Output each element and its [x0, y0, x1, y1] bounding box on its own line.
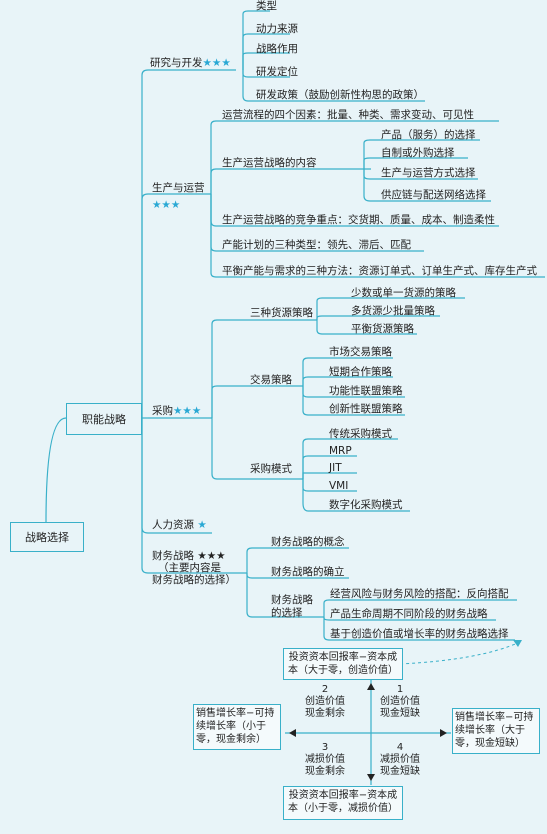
research-item: 研发政策（鼓励创新性构思的政策） [256, 89, 424, 101]
q3-b: 现金剩余 [305, 766, 345, 777]
finance-branch: 财务战略 ★★★ [152, 550, 226, 563]
finance-note1: （主要内容是 [158, 562, 221, 574]
finance-concept: 财务战略的概念 [271, 536, 345, 548]
purchasing-stars: ★★★ [173, 405, 202, 417]
mode-item: VMI [329, 480, 349, 492]
research-label: 研究与开发 [150, 57, 203, 69]
mode-item: MRP [329, 445, 352, 457]
q3-num: 3 [321, 742, 329, 753]
q4-a: 减损价值 [380, 754, 420, 765]
finance-stars: ★★★ [197, 550, 226, 562]
q4-b: 现金短缺 [380, 766, 420, 777]
production-label: 生产与运营 [152, 182, 205, 194]
quadrant-3: 3 减损价值 现金剩余 [300, 742, 350, 778]
root-label: 战略选择 [25, 531, 69, 544]
sourcing-item: 平衡货源策略 [351, 323, 414, 335]
production-balance: 平衡产能与需求的三种方法：资源订单式、订单生产式、库存生产式 [222, 265, 537, 277]
q2-a: 创造价值 [305, 696, 345, 707]
sourcing-item: 多货源少批量策略 [351, 305, 435, 317]
quadrant-1: 1 创造价值 现金短缺 [375, 684, 425, 720]
finance-selection-item: 产品生命周期不同阶段的财务战略 [330, 608, 488, 620]
q4-num: 4 [396, 742, 404, 753]
production-capacity: 产能计划的三种类型：领先、滞后、匹配 [222, 239, 411, 251]
mode-item: 传统采购模式 [329, 428, 392, 440]
hr-stars: ★ [197, 519, 207, 531]
finance-selection-label2: 的选择 [271, 607, 303, 619]
trade-item: 短期合作策略 [329, 366, 392, 378]
trade-item: 功能性联盟策略 [329, 385, 403, 397]
q3-a: 减损价值 [305, 754, 345, 765]
research-stars: ★★★ [202, 57, 231, 69]
trade-item: 市场交易策略 [329, 346, 392, 358]
research-item: 研发定位 [256, 66, 298, 78]
purchasing-label: 采购 [152, 405, 173, 417]
sourcing-item: 少数或单一货源的策略 [351, 287, 456, 299]
production-content-item: 生产与运营方式选择 [381, 167, 476, 179]
q2-b: 现金剩余 [305, 708, 345, 719]
quadrant-2: 2 创造价值 现金剩余 [300, 684, 350, 720]
finance-note2: 财务战略的选择） [152, 574, 236, 586]
research-branch: 研究与开发★★★ [150, 57, 231, 70]
finance-establish: 财务战略的确立 [271, 566, 345, 578]
production-flow: 运营流程的四个因素：批量、种类、需求变动、可见性 [222, 109, 474, 121]
sourcing-label: 三种货源策略 [250, 307, 313, 319]
production-content-item: 产品（服务）的选择 [381, 129, 476, 141]
production-competition: 生产运营战略的竞争重点：交货期、质量、成本、制造柔性 [222, 214, 495, 226]
quadrant-4: 4 减损价值 现金短缺 [375, 742, 425, 778]
hr-branch: 人力资源 ★ [152, 519, 207, 532]
research-item: 动力来源 [256, 23, 298, 35]
production-content-item: 自制或外购选择 [381, 147, 455, 159]
mode-item: 数字化采购模式 [329, 499, 403, 511]
trade-label: 交易策略 [250, 374, 292, 386]
finance-label: 财务战略 [152, 550, 194, 562]
research-item: 类型 [256, 0, 277, 12]
q1-num: 1 [396, 684, 404, 695]
finance-selection-item: 基于创造价值或增长率的财务战略选择 [330, 628, 509, 640]
production-stars: ★★★ [152, 199, 181, 211]
research-item: 战略作用 [256, 43, 298, 55]
finance-selection-label1: 财务战略 [271, 594, 313, 606]
q1-a: 创造价值 [380, 696, 420, 707]
mode-item: JIT [329, 462, 342, 474]
matrix-left-box: 销售增长率−可持续增长率（小于零，现金剩余） [193, 704, 281, 750]
level1-label: 职能战略 [82, 413, 126, 426]
q1-b: 现金短缺 [380, 708, 420, 719]
root-node: 战略选择 [10, 522, 84, 552]
level1-node: 职能战略 [66, 403, 142, 435]
matrix-right-box: 销售增长率−可持续增长率（大于零，现金短缺） [452, 708, 540, 754]
finance-selection-item: 经营风险与财务风险的搭配：反向搭配 [330, 588, 509, 600]
production-content-label: 生产运营战略的内容 [222, 157, 317, 169]
purchasing-branch: 采购★★★ [152, 405, 201, 418]
matrix-top-box: 投资资本回报率−资本成本（大于零，创造价值） [283, 648, 403, 680]
matrix-bottom-box: 投资资本回报率−资本成本（小于零，减损价值） [283, 786, 403, 820]
hr-label: 人力资源 [152, 519, 194, 531]
trade-item: 创新性联盟策略 [329, 403, 403, 415]
q2-num: 2 [321, 684, 329, 695]
mode-label: 采购模式 [250, 463, 292, 475]
production-content-item: 供应链与配送网络选择 [381, 189, 486, 201]
